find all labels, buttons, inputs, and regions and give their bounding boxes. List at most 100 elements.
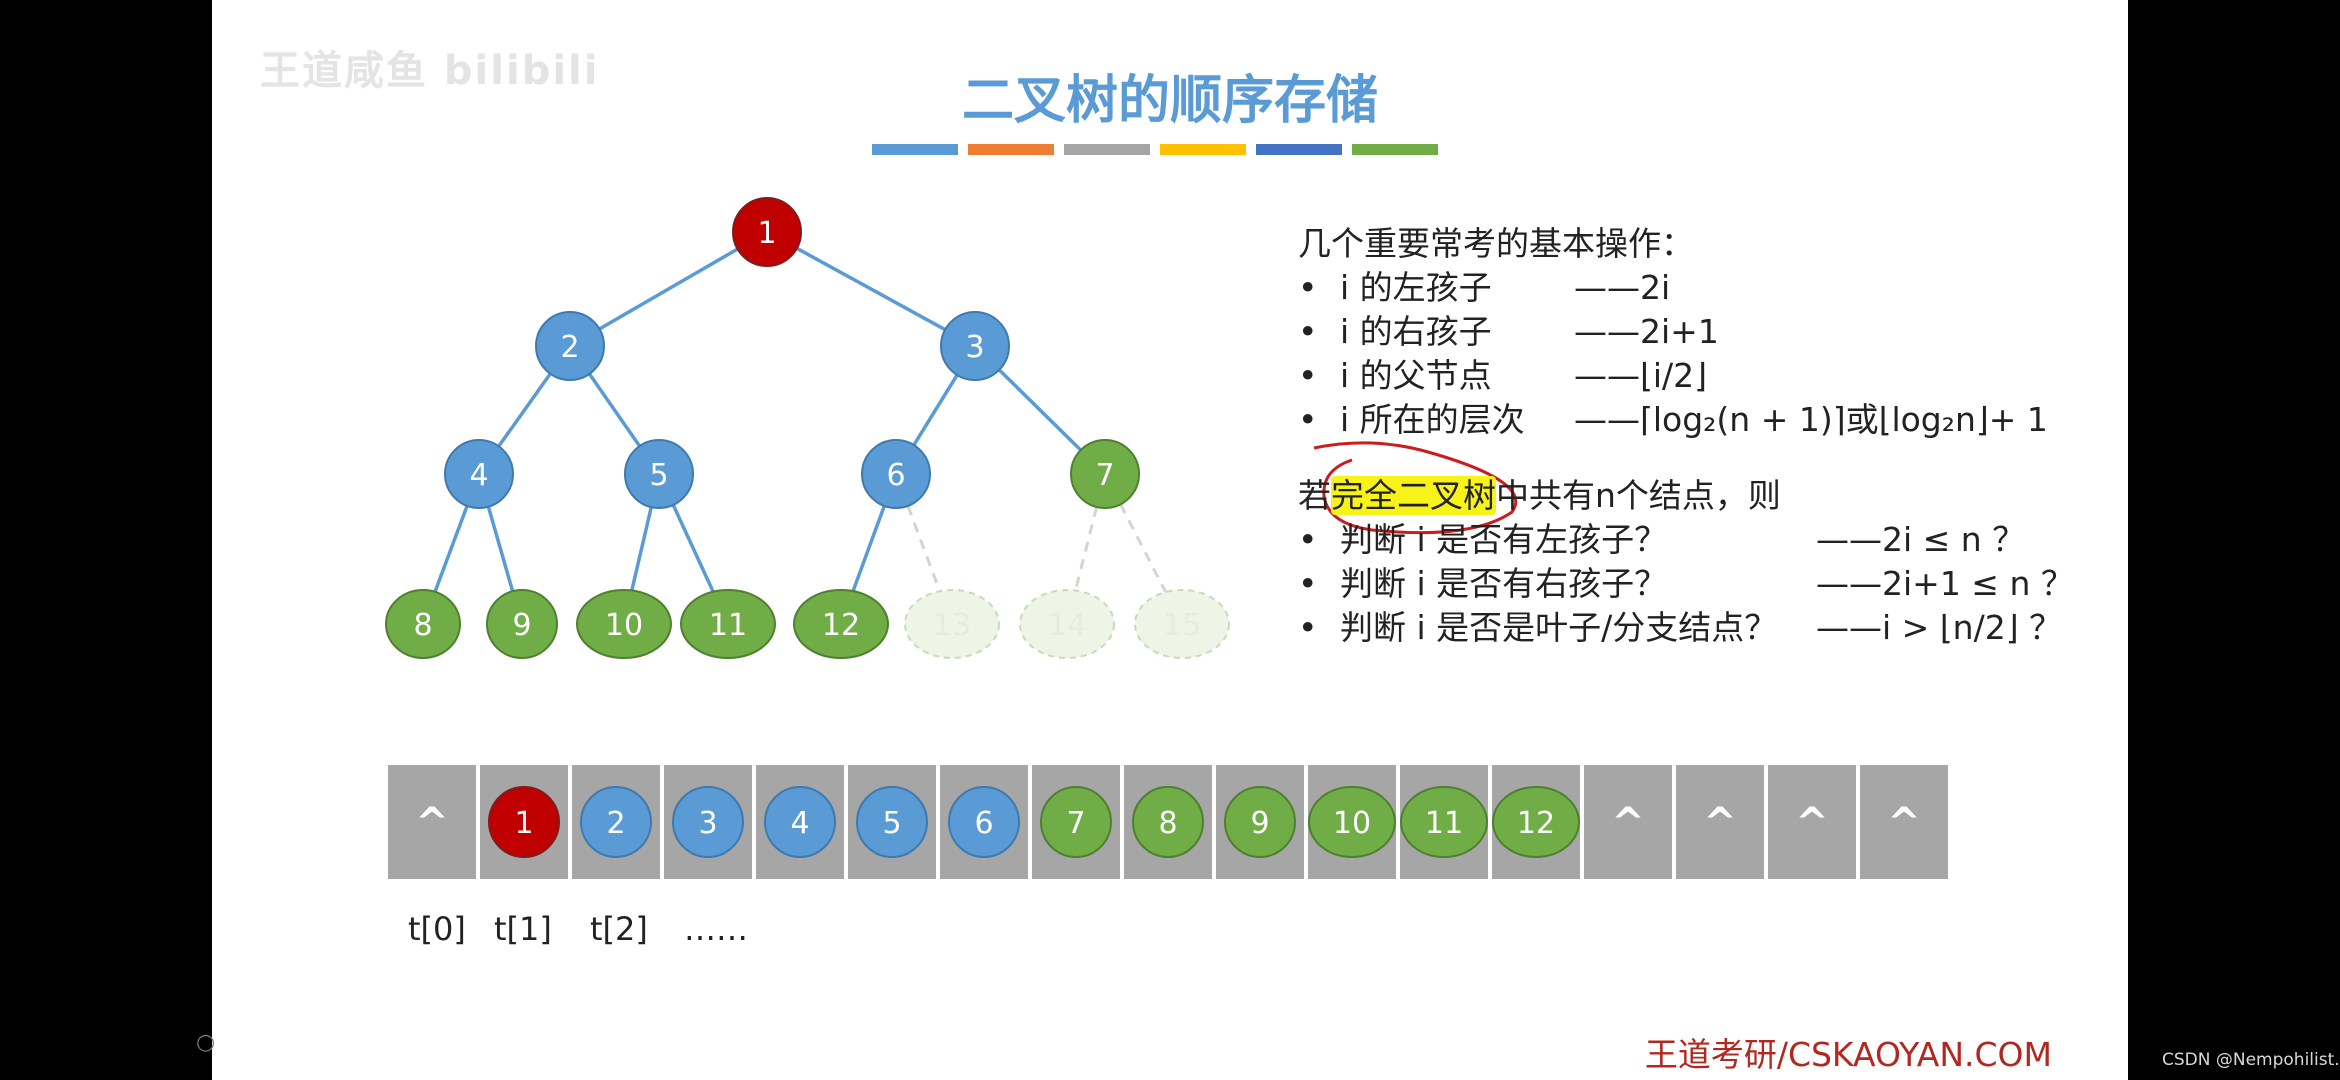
index-label: t[0] (408, 910, 466, 948)
array-node-label: 7 (1066, 806, 1085, 841)
tree-node (940, 311, 1010, 381)
tree-edge (433, 505, 469, 593)
tree-node (1134, 589, 1230, 659)
op-formula: ——⌊i/2⌋ (1574, 356, 1708, 395)
tree-node (732, 197, 802, 267)
array-node (856, 786, 928, 858)
tree-edge (795, 246, 947, 332)
bullet-icon: • (1298, 312, 1318, 351)
op-label: i 的右孩子 (1340, 312, 1492, 351)
tree-edge (587, 372, 642, 448)
array-node-label: 9 (1250, 806, 1269, 841)
tree-edge (598, 247, 739, 331)
complete-heading-row: 若完全二叉树中共有n个结点，则 (1298, 474, 2098, 518)
bullet-icon: • (1298, 520, 1318, 559)
watermark: 王道咸鱼 bilibili (260, 48, 600, 94)
ops-heading-row: 几个重要常考的基本操作： (1298, 222, 2098, 266)
array-node-label: 4 (790, 806, 809, 841)
csdn-credit: CSDN @Nempohilist. (2162, 1050, 2340, 1070)
tree-edge (851, 505, 886, 593)
array-node (672, 786, 744, 858)
array-node (1492, 786, 1580, 858)
tree-node-label: 1 (757, 216, 776, 251)
array-node (1308, 786, 1396, 858)
index-label: t[2] (590, 910, 648, 948)
tree-node (793, 589, 889, 659)
array-node (580, 786, 652, 858)
cursor-icon: ○ (196, 1030, 216, 1055)
tree-node-label: 6 (886, 458, 905, 493)
op-formula: ——2i (1574, 268, 1671, 307)
slide-title: 二叉树的顺序存储 (961, 71, 1378, 131)
op-item: • i 的父节点 ——⌊i/2⌋ (1298, 354, 2098, 398)
array-node-label: 5 (882, 806, 901, 841)
hand-drawn-circle (1313, 441, 1518, 535)
tree-node-label: 9 (512, 608, 531, 643)
array-node (1400, 786, 1488, 858)
array-node (1132, 786, 1204, 858)
check-label: 判断 i 是否有右孩子？ (1340, 564, 1668, 603)
op-item: • i 所在的层次 ——⌈log₂(n + 1)⌉或⌊log₂n⌋+ 1 (1298, 398, 2098, 442)
tree-edge (1073, 506, 1099, 592)
op-formula: ——⌈log₂(n + 1)⌉或⌊log₂n⌋+ 1 (1574, 400, 2048, 439)
underline-bar-5 (1256, 144, 1342, 155)
op-label: i 所在的层次 (1340, 400, 1525, 439)
title-underline-bars (872, 144, 1438, 155)
array-node (764, 786, 836, 858)
tree-node-label: 4 (469, 458, 488, 493)
underline-bar-4 (1160, 144, 1246, 155)
tree-node (385, 589, 461, 659)
check-formula: ——2i+1 ≤ n ？ (1816, 564, 2074, 603)
array-node (488, 786, 560, 858)
tree-node (444, 439, 514, 509)
tree-node (486, 589, 558, 659)
array-node-label: 2 (606, 806, 625, 841)
complete-prefix: 若 (1298, 476, 1331, 515)
array-node-label: 12 (1517, 806, 1555, 841)
tree-edge (997, 368, 1083, 452)
array-cell (1674, 763, 1766, 881)
tree-node-label: 12 (822, 608, 860, 643)
bullet-icon: • (1298, 400, 1318, 439)
index-label: …… (684, 910, 748, 948)
tree-edge (671, 504, 716, 594)
array-null-marker: ^ (1611, 800, 1645, 846)
tree-node (624, 439, 694, 509)
underline-bar-6 (1352, 144, 1438, 155)
tree-node-label: 8 (413, 608, 432, 643)
tree-node (680, 589, 776, 659)
check-label: 判断 i 是否有左孩子？ (1340, 520, 1668, 559)
check-item: • 判断 i 是否有左孩子？ ——2i ≤ n ？ (1298, 518, 2098, 562)
check-label: 判断 i 是否是叶子/分支结点？ (1340, 608, 1778, 647)
tree-edge (497, 372, 552, 448)
op-label: i 的父节点 (1340, 356, 1492, 395)
bullet-icon: • (1298, 356, 1318, 395)
check-formula: ——2i ≤ n ？ (1816, 520, 2026, 559)
array-node-label: 1 (514, 806, 533, 841)
array-null-marker: ^ (415, 800, 449, 846)
check-item: • 判断 i 是否是叶子/分支结点？ ——i > ⌊n/2⌋ ？ (1298, 606, 2098, 650)
bullet-icon: • (1298, 608, 1318, 647)
array-cell (1858, 763, 1950, 881)
array-node (948, 786, 1020, 858)
op-label: i 的左孩子 (1340, 268, 1492, 307)
array-node (1224, 786, 1296, 858)
ops-heading: 几个重要常考的基本操作： (1298, 224, 1694, 263)
tree-node-label: 2 (560, 330, 579, 365)
tree-node (1019, 589, 1115, 659)
tree-node (861, 439, 931, 509)
tree-node-label: 13 (933, 608, 971, 643)
tree-node-label: 14 (1048, 608, 1086, 643)
op-item: • i 的右孩子 ——2i+1 (1298, 310, 2098, 354)
array-node-label: 8 (1158, 806, 1177, 841)
tree-node-label: 10 (605, 608, 643, 643)
tree-edge (912, 374, 959, 446)
array-cell (1582, 763, 1674, 881)
underline-bar-2 (968, 144, 1054, 155)
tree-node (904, 589, 1000, 659)
tree-node (1070, 439, 1140, 509)
complete-suffix: 中共有n个结点，则 (1496, 476, 1781, 515)
tree-node-label: 11 (709, 608, 747, 643)
